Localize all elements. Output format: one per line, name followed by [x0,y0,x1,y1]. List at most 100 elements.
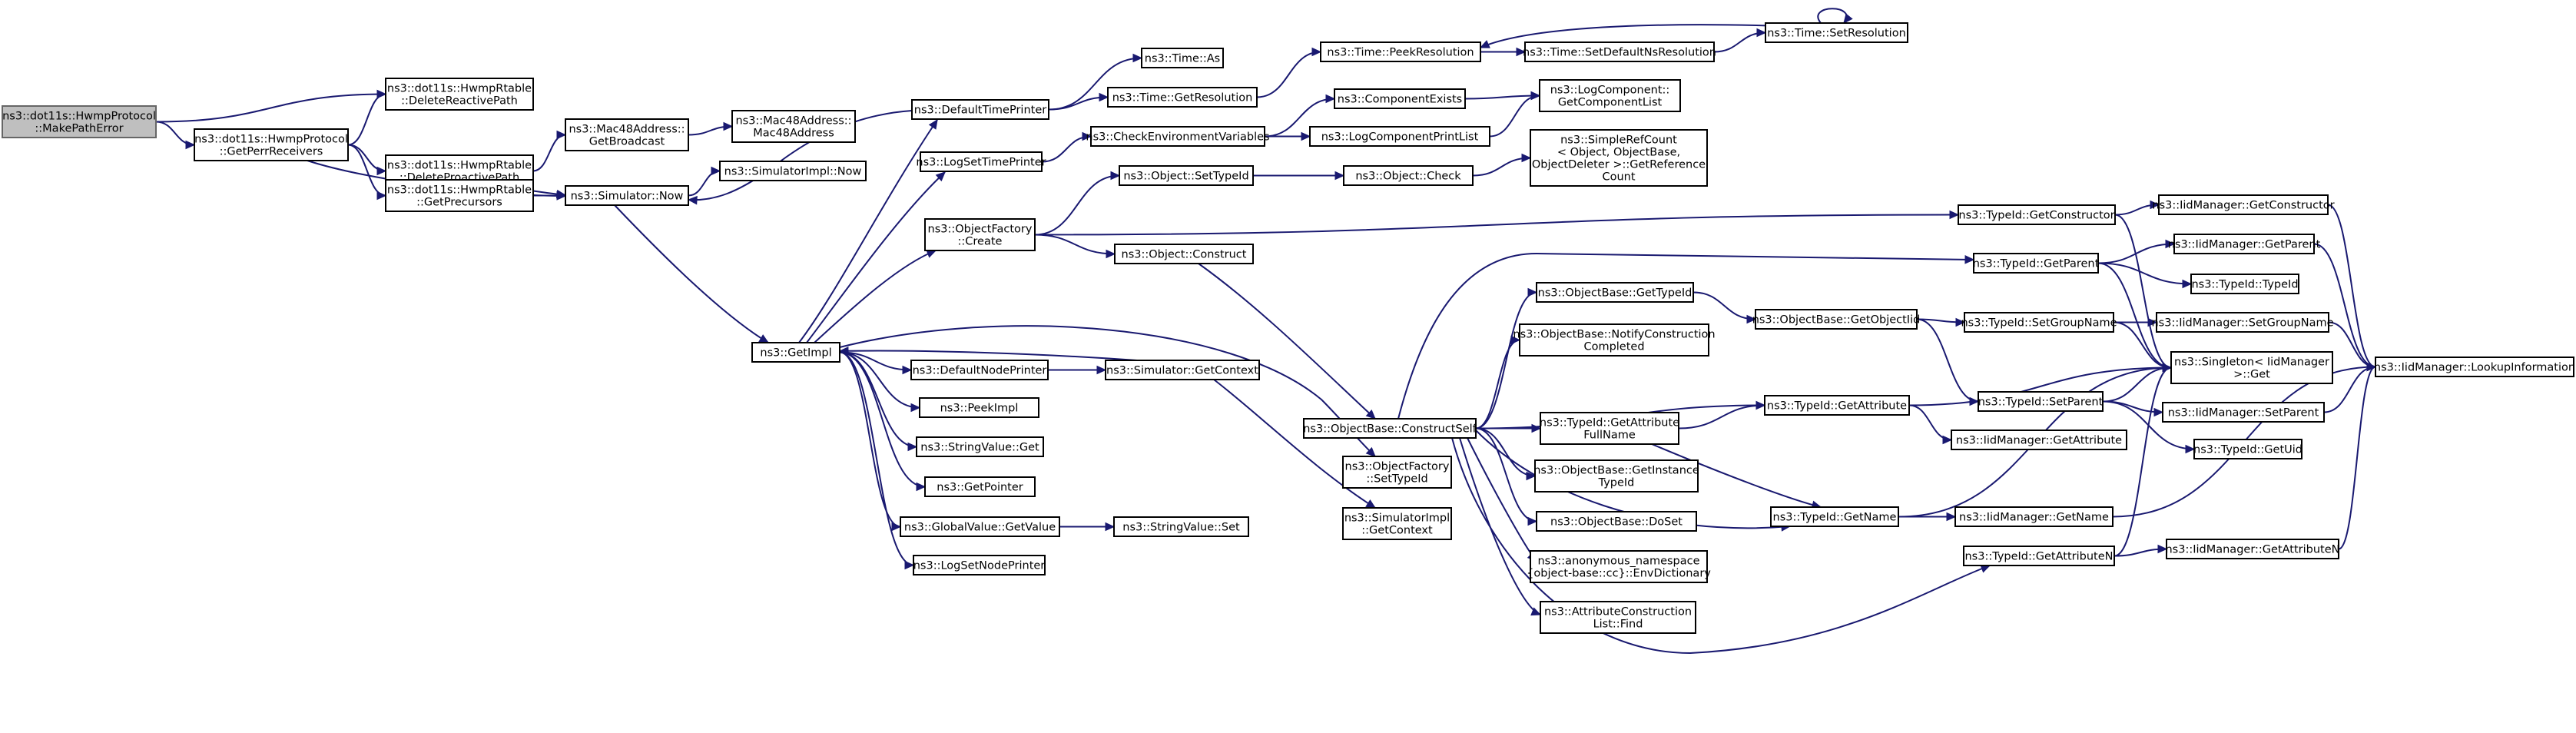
node-typeIdTypeId[interactable]: ns3::TypeId::TypeId [2190,274,2299,294]
node-box[interactable] [731,110,856,143]
node-getImpl[interactable]: ns3::GetImpl [751,342,840,363]
node-simNow[interactable]: ns3::Simulator::Now [565,185,689,206]
node-box[interactable] [565,185,689,206]
node-simImplNow[interactable]: ns3::SimulatorImpl::Now [719,161,867,181]
node-typeIdGetUid[interactable]: ns3::TypeId::GetUid [2193,439,2302,459]
node-box[interactable] [1309,126,1490,147]
node-objConstruct[interactable]: ns3::Object::Construct [1114,244,1254,264]
node-typeIdGetConstructor[interactable]: ns3::TypeId::GetConstructor [1958,204,2116,225]
node-box[interactable] [1343,165,1474,186]
node-box[interactable] [194,128,349,161]
node-objBaseGetObjectIid[interactable]: ns3::ObjectBase::GetObjectIid [1752,309,1921,330]
node-deleteReactive[interactable]: ns3::dot11s::HwmpRtable::DeleteReactiveP… [385,78,534,111]
node-box[interactable] [1105,360,1260,380]
node-typeIdGetParent[interactable]: ns3::TypeId::GetParent [1973,253,2100,274]
node-objBaseDoSet[interactable]: ns3::ObjectBase::DoSet [1536,511,1697,532]
node-box[interactable] [1114,244,1254,264]
node-box[interactable] [1119,165,1254,186]
node-box[interactable] [911,99,1049,120]
node-box[interactable] [1540,412,1679,445]
node-lookupInformation[interactable]: ns3::IidManager::LookupInformation [2374,357,2575,377]
node-defaultNodePrinter[interactable]: ns3::DefaultNodePrinter [910,360,1049,380]
node-box[interactable] [913,555,1046,575]
node-stringValueSet[interactable]: ns3::StringValue::Set [1113,516,1249,537]
node-objFactoryCreate[interactable]: ns3::ObjectFactory::Create [924,218,1036,251]
node-box[interactable] [2162,402,2325,423]
node-box[interactable] [1303,418,1477,439]
node-box[interactable] [924,476,1036,497]
node-box[interactable] [1954,506,2114,527]
node-box[interactable] [1973,253,2099,274]
node-box[interactable] [565,118,689,151]
node-box[interactable] [385,78,534,111]
node-box[interactable] [1530,550,1708,583]
node-box[interactable] [2156,312,2329,333]
node-box[interactable] [1530,129,1708,187]
node-box[interactable] [1540,601,1696,634]
node-objCheck[interactable]: ns3::Object::Check [1343,165,1474,186]
node-iidGetName[interactable]: ns3::IidManager::GetName [1954,506,2114,527]
node-box[interactable] [900,516,1060,537]
node-box[interactable] [1090,126,1265,147]
node-getComponentList[interactable]: ns3::LogComponent::GetComponentList [1539,79,1681,112]
node-mac48GetBroadcast[interactable]: ns3::Mac48Address::GetBroadcast [565,118,689,151]
node-box[interactable] [2173,234,2315,254]
node-timeSetRes[interactable]: ns3::Time::SetResolution [1765,22,1908,43]
node-checkEnvVars[interactable]: ns3::CheckEnvironmentVariables [1086,126,1270,147]
node-box[interactable] [1755,309,1918,330]
node-simpleRefCount[interactable]: ns3::SimpleRefCount< Object, ObjectBase,… [1530,129,1708,187]
node-iidGetConstructor[interactable]: ns3::IidManager::GetConstructor [2152,194,2335,215]
node-typeIdSetParent[interactable]: ns3::TypeId::SetParent [1978,391,2104,412]
node-box[interactable] [1519,323,1709,357]
node-iidSetGroupName[interactable]: ns3::IidManager::SetGroupName [2151,312,2334,333]
node-box[interactable] [2190,274,2299,294]
node-timePeekRes[interactable]: ns3::Time::PeekResolution [1320,41,1481,62]
node-iidGetParent[interactable]: ns3::IidManager::GetParent [2168,234,2321,254]
node-box[interactable] [1342,507,1452,540]
node-simImplGetContext[interactable]: ns3::SimulatorImpl::GetContext [1342,507,1452,540]
node-box[interactable] [919,397,1039,418]
node-box[interactable] [2375,357,2574,377]
node-box[interactable] [916,436,1044,457]
node-box[interactable] [1964,312,2114,333]
node-objBaseConstructSelf[interactable]: ns3::ObjectBase::ConstructSelf [1303,418,1477,439]
node-box[interactable] [1113,516,1249,537]
node-box[interactable] [1951,430,2127,450]
node-box[interactable] [1534,459,1699,493]
node-box[interactable] [751,342,840,363]
node-logSetNodePrinter[interactable]: ns3::LogSetNodePrinter [913,555,1046,575]
node-box[interactable] [1963,546,2115,566]
node-typeIdSetGroupName[interactable]: ns3::TypeId::SetGroupName [1961,312,2117,333]
node-box[interactable] [2170,351,2333,384]
node-box[interactable] [1342,456,1452,489]
node-stringValueGet[interactable]: ns3::StringValue::Get [916,436,1044,457]
node-getPerr[interactable]: ns3::dot11s::HwmpProtocol::GetPerrReceiv… [194,128,349,161]
node-box[interactable] [1539,79,1681,112]
node-box[interactable] [1770,506,1899,527]
node-box[interactable] [1958,204,2116,225]
node-box[interactable] [1536,282,1694,303]
node-simGetContext[interactable]: ns3::Simulator::GetContext [1105,360,1260,380]
node-box[interactable] [2158,194,2329,215]
node-box[interactable] [1141,48,1224,68]
node-globalValueGetValue[interactable]: ns3::GlobalValue::GetValue [900,516,1060,537]
node-box[interactable] [920,151,1043,172]
node-box[interactable] [719,161,867,181]
node-iidSetParent[interactable]: ns3::IidManager::SetParent [2162,402,2325,423]
node-box[interactable] [924,218,1036,251]
node-timeGetRes[interactable]: ns3::Time::GetResolution [1107,87,1258,108]
node-logSetTimePrinter[interactable]: ns3::LogSetTimePrinter [916,151,1046,172]
node-box[interactable] [1978,391,2104,412]
node-getPointer[interactable]: ns3::GetPointer [924,476,1036,497]
node-iidGetAttribute[interactable]: ns3::IidManager::GetAttribute [1951,430,2127,450]
node-typeIdGetAttributeN[interactable]: ns3::TypeId::GetAttributeN [1963,546,2115,566]
node-box[interactable] [1320,41,1481,62]
node-timeAs[interactable]: ns3::Time::As [1141,48,1224,68]
node-defaultTimePrinter[interactable]: ns3::DefaultTimePrinter [911,99,1049,120]
node-box[interactable] [1536,511,1697,532]
node-mac48Ctor[interactable]: ns3::Mac48Address::Mac48Address [731,110,856,143]
node-getPrecursors[interactable]: ns3::dot11s::HwmpRtable::GetPrecursors [385,179,534,212]
node-logComponentPrintList[interactable]: ns3::LogComponentPrintList [1309,126,1490,147]
